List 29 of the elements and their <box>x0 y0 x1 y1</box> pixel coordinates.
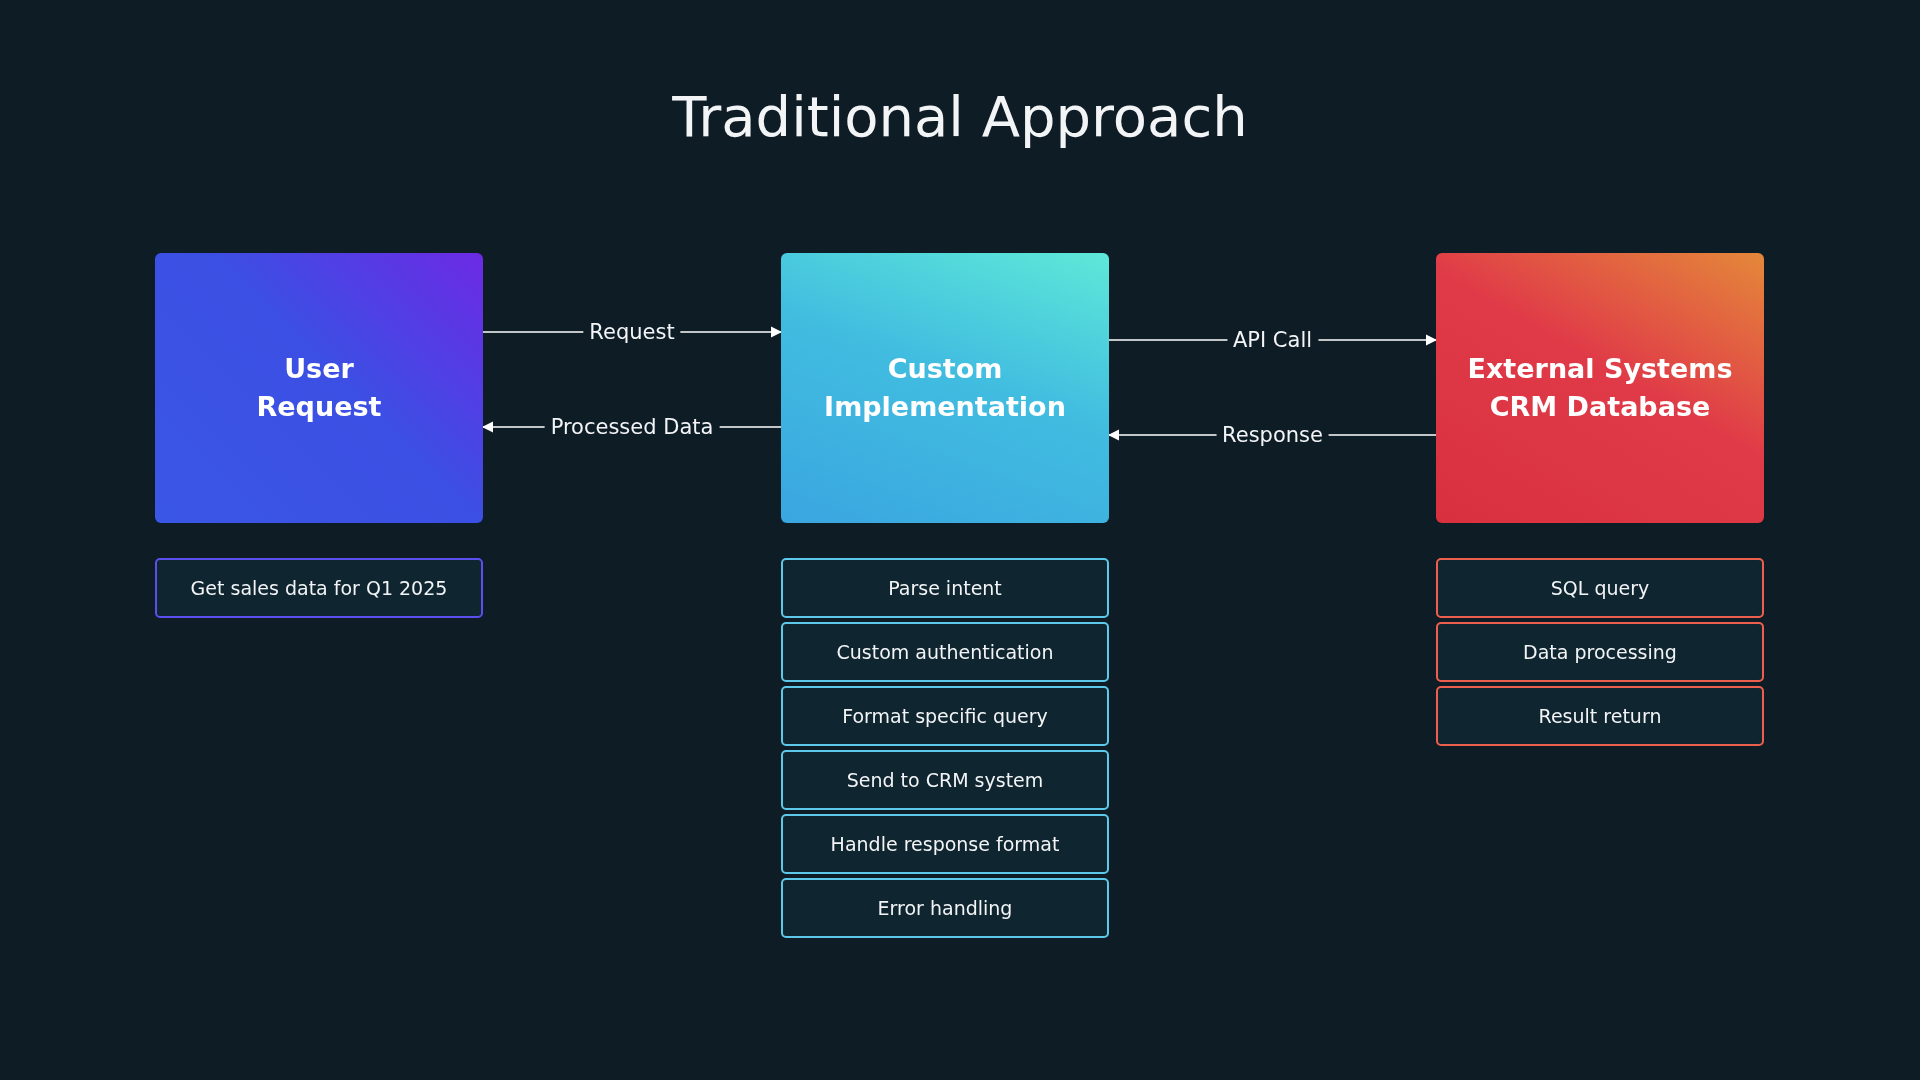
step-box <box>781 750 1109 810</box>
step-box <box>781 622 1109 682</box>
step-text: Parse intent <box>888 577 1002 599</box>
step-text: Get sales data for Q1 2025 <box>190 577 448 599</box>
step-box <box>781 814 1109 874</box>
step-box <box>1436 622 1764 682</box>
step-box <box>155 558 483 618</box>
box-title: User Request <box>255 352 383 424</box>
box-title: Custom Implementation <box>823 352 1067 424</box>
step-box <box>781 878 1109 938</box>
step-text: Error handling <box>877 897 1013 919</box>
step-box <box>781 686 1109 746</box>
step-text: Handle response format <box>830 833 1060 855</box>
box-title: External Systems CRM Database <box>1466 352 1734 424</box>
step-text: SQL query <box>1550 577 1650 599</box>
edge-label: Response <box>1216 423 1329 447</box>
step-text: Data processing <box>1523 641 1677 663</box>
step-box <box>781 558 1109 618</box>
step-box <box>1436 558 1764 618</box>
step-box <box>1436 686 1764 746</box>
step-text: Custom authentication <box>836 641 1054 663</box>
step-text: Send to CRM system <box>846 769 1044 791</box>
process-box <box>1436 253 1764 523</box>
process-box <box>781 253 1109 523</box>
process-box <box>155 253 483 523</box>
step-text: Result return <box>1538 705 1662 727</box>
edge-label: Request <box>583 320 681 344</box>
title: Traditional Approach <box>672 84 1248 149</box>
step-text: Format specific query <box>842 705 1048 727</box>
